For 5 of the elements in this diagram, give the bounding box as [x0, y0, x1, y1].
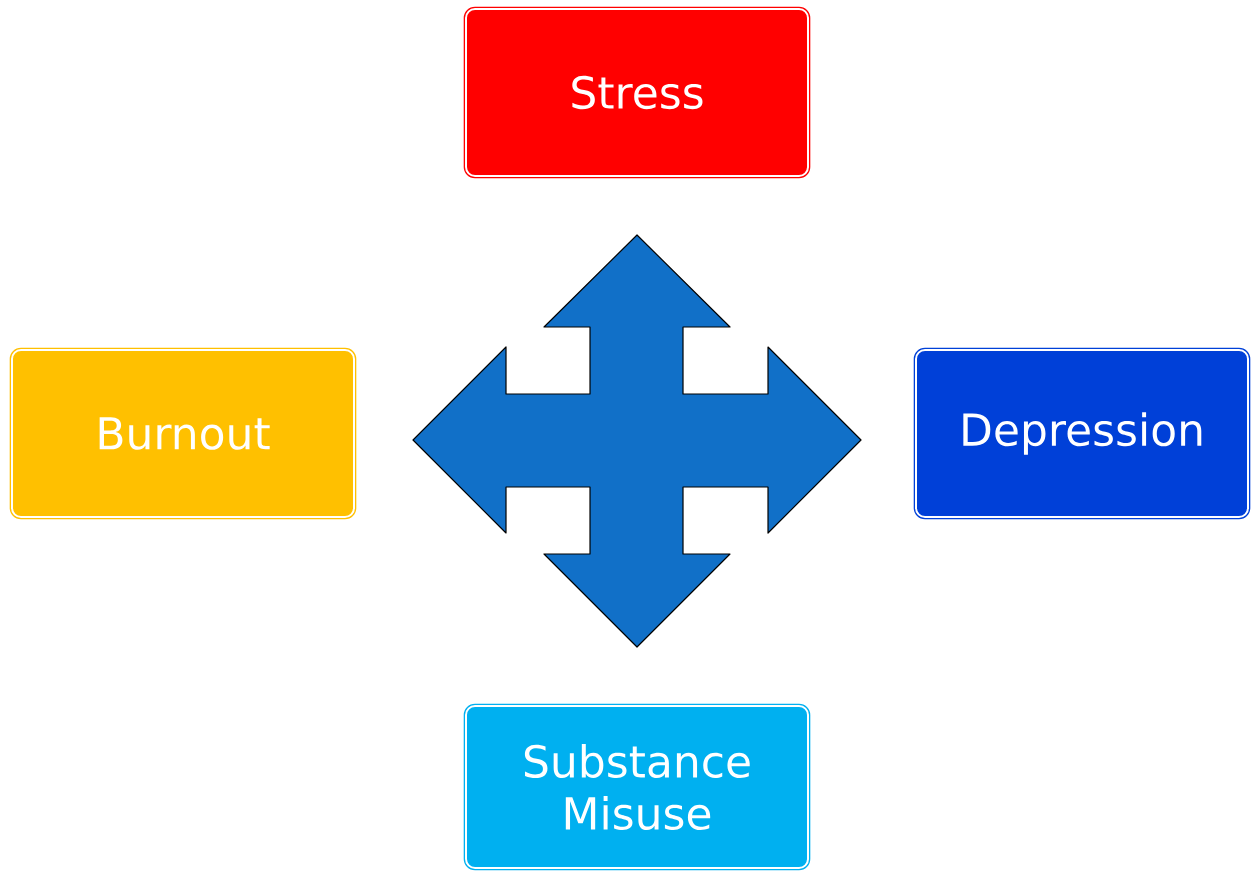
four-way-arrow	[412, 234, 862, 648]
text-box: Burnout	[9, 347, 357, 520]
text-box: Substance Misuse	[463, 703, 811, 871]
text-box: Depression	[913, 347, 1251, 520]
text-box: Stress	[463, 6, 811, 179]
